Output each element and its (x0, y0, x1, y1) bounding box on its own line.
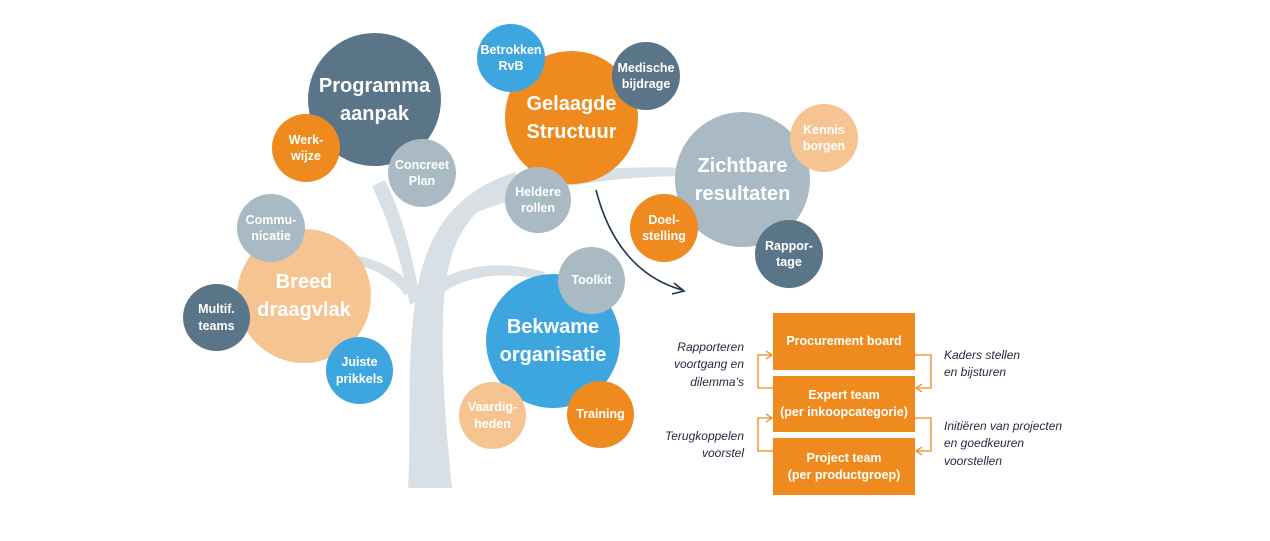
bubble-label: Training (576, 407, 625, 422)
bubble-label: Zichtbare resultaten (694, 154, 791, 205)
note-terugkoppelen: Terugkoppelen voorstel (665, 429, 744, 461)
bubble-label: Gelaagde Structuur (526, 92, 617, 143)
bubble-label: Bekwame organisatie (499, 316, 607, 366)
bubble-label: Werk- wijze (288, 132, 324, 163)
box-label: Procurement board (786, 334, 902, 349)
note-rapporteren: Rapporteren voortgang en dilemma’s (673, 340, 744, 389)
bubble-training: Training (567, 381, 634, 448)
bubble-doelstelling: Doel- stelling (630, 194, 698, 262)
bubble-communicatie: Commu- nicatie (237, 194, 305, 262)
bubble-label: Commu- nicatie (245, 212, 297, 243)
box-label: Project team (per productgroep) (787, 450, 901, 482)
bubble-concreet-plan: Concreet Plan (388, 139, 456, 207)
bubble-label: Kennis borgen (802, 122, 846, 153)
box-connectors (757, 350, 932, 456)
box-procurement-board: Procurement board (773, 313, 915, 370)
bubble-label: Medische bijdrage (617, 60, 675, 91)
bubble-vaardigheden: Vaardig- heden (459, 382, 526, 449)
box-expert-team: Expert team (per inkoopcategorie) (773, 376, 915, 432)
bubble-label: Betrokken RvB (480, 42, 542, 73)
bubble-kennis-borgen: Kennis borgen (790, 104, 858, 172)
bubble-heldere-rollen: Heldere rollen (505, 167, 571, 233)
curved-arrow (595, 189, 686, 295)
bubble-label: Programma aanpak (318, 74, 431, 125)
bubble-label: Multif. teams (198, 302, 235, 333)
bubble-werkwijze: Werk- wijze (272, 114, 340, 182)
bubble-label: Juiste prikkels (335, 355, 384, 386)
bubble-betrokken-rvb: Betrokken RvB (477, 24, 545, 92)
note-initieren: Initiëren van projecten en goedkeuren vo… (944, 419, 1063, 468)
note-kaders-stellen: Kaders stellen en bijsturen (944, 348, 1021, 380)
bubble-label: Concreet Plan (394, 157, 450, 188)
bubble-rapportage: Rappor- tage (755, 220, 823, 288)
bubble-label: Doel- stelling (642, 212, 686, 243)
bubble-juiste-prikkels: Juiste prikkels (326, 337, 393, 404)
bubble-multif-teams: Multif. teams (183, 284, 250, 351)
bubble-medische-bijdrage: Medische bijdrage (612, 42, 680, 110)
bubble-label: Heldere rollen (515, 184, 561, 215)
bubble-label: Breed draagvlak (257, 271, 351, 321)
box-label: Expert team (per inkoopcategorie) (780, 388, 908, 419)
bubble-toolkit: Toolkit (558, 247, 625, 314)
bubble-label: Toolkit (571, 273, 612, 288)
bubble-label: Rappor- tage (765, 238, 813, 269)
bubble-label: Vaardig- heden (467, 400, 518, 431)
box-project-team: Project team (per productgroep) (773, 438, 915, 495)
